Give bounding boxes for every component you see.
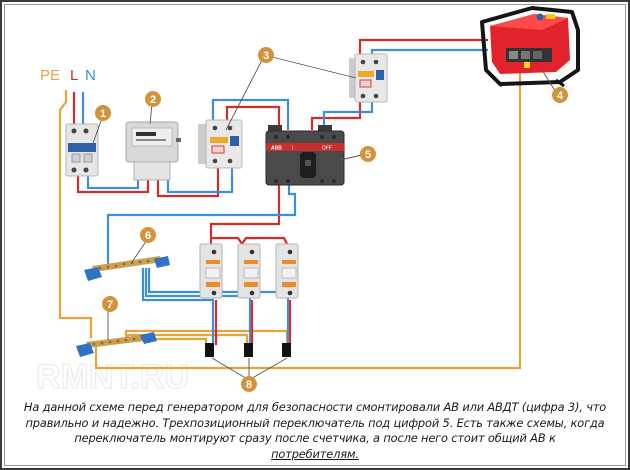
n-wire-out-1 <box>141 268 215 345</box>
changeover-switch-icon: ABB I OFF <box>265 125 345 186</box>
l-label: L <box>70 67 78 84</box>
badge-1: 1 <box>95 105 111 121</box>
pe-wire-main <box>58 90 93 338</box>
l-wire-rcbo-to-switch <box>225 105 281 130</box>
caption-line-1: На данной схеме перед генератором для бе… <box>23 400 607 414</box>
watermark: RMNT.RU <box>36 358 189 396</box>
l-wire-meter-to-rcbo <box>156 166 220 198</box>
pe-label: PE <box>40 67 60 84</box>
svg-text:1: 1 <box>100 108 106 120</box>
generator-icon <box>480 6 580 88</box>
svg-text:8: 8 <box>246 379 252 391</box>
bus-bar-icon <box>76 332 157 357</box>
badge-2: 2 <box>145 91 161 107</box>
svg-text:4: 4 <box>557 90 564 102</box>
caption: На данной схеме перед генератором для бе… <box>4 400 626 462</box>
n-wire-out-2 <box>144 268 252 345</box>
load-terminal-icon <box>244 343 253 357</box>
svg-text:3: 3 <box>263 50 269 62</box>
l-wire-breaker-jumper <box>211 236 289 247</box>
badge-6: 6 <box>140 227 156 243</box>
l-wires <box>72 38 488 345</box>
image-frame-inner <box>4 4 626 466</box>
n-wires <box>81 48 488 345</box>
rcbo-icon <box>349 53 388 103</box>
switch-off: OFF <box>322 146 332 152</box>
pe-wire-generator <box>94 58 522 370</box>
single-pole-breaker-icon <box>237 243 261 299</box>
single-pole-breaker-icon <box>199 243 223 299</box>
single-pole-breakers <box>199 243 299 299</box>
n-label: N <box>85 67 96 84</box>
switch-pos-1: I <box>292 146 293 152</box>
svg-text:7: 7 <box>107 299 113 311</box>
rcbo-icon <box>198 119 243 169</box>
two-pole-breaker-icon <box>65 123 99 177</box>
svg-text:5: 5 <box>365 149 371 161</box>
l-wire-breaker-to-meter <box>76 175 150 194</box>
n-wire-meter-to-rcbo <box>166 166 234 194</box>
leader-lines <box>91 56 558 381</box>
caption-line-4: потребителям. <box>271 446 359 461</box>
load-terminal-icon <box>282 343 291 357</box>
caption-line-3: переключатель монтируют сразу после счет… <box>74 431 556 445</box>
bus-bar-icon <box>84 256 170 281</box>
badge-7: 7 <box>102 296 118 312</box>
load-terminals <box>205 343 291 357</box>
n-wire-generator <box>370 48 488 104</box>
badge-4: 4 <box>552 87 568 103</box>
caption-line-2: правильно и надежно. Трехпозиционный пер… <box>25 415 605 430</box>
switch-brand: ABB <box>271 146 282 152</box>
single-pole-breaker-icon <box>275 243 299 299</box>
badge-5: 5 <box>360 146 376 162</box>
n-wire-rcbo2-to-switch <box>322 104 374 130</box>
badge-8: 8 <box>241 376 257 392</box>
l-wire-switch-to-breakers <box>209 185 281 246</box>
badge-3: 3 <box>258 47 274 63</box>
n-wire-rcbo-to-switch <box>211 98 290 130</box>
svg-text:6: 6 <box>145 230 151 242</box>
svg-text:2: 2 <box>150 94 156 106</box>
electric-meter-icon <box>125 121 181 181</box>
load-terminal-icon <box>205 343 214 357</box>
n-wire-switch-to-bus6 <box>106 185 297 268</box>
n-wire-breaker-to-meter <box>86 175 140 190</box>
